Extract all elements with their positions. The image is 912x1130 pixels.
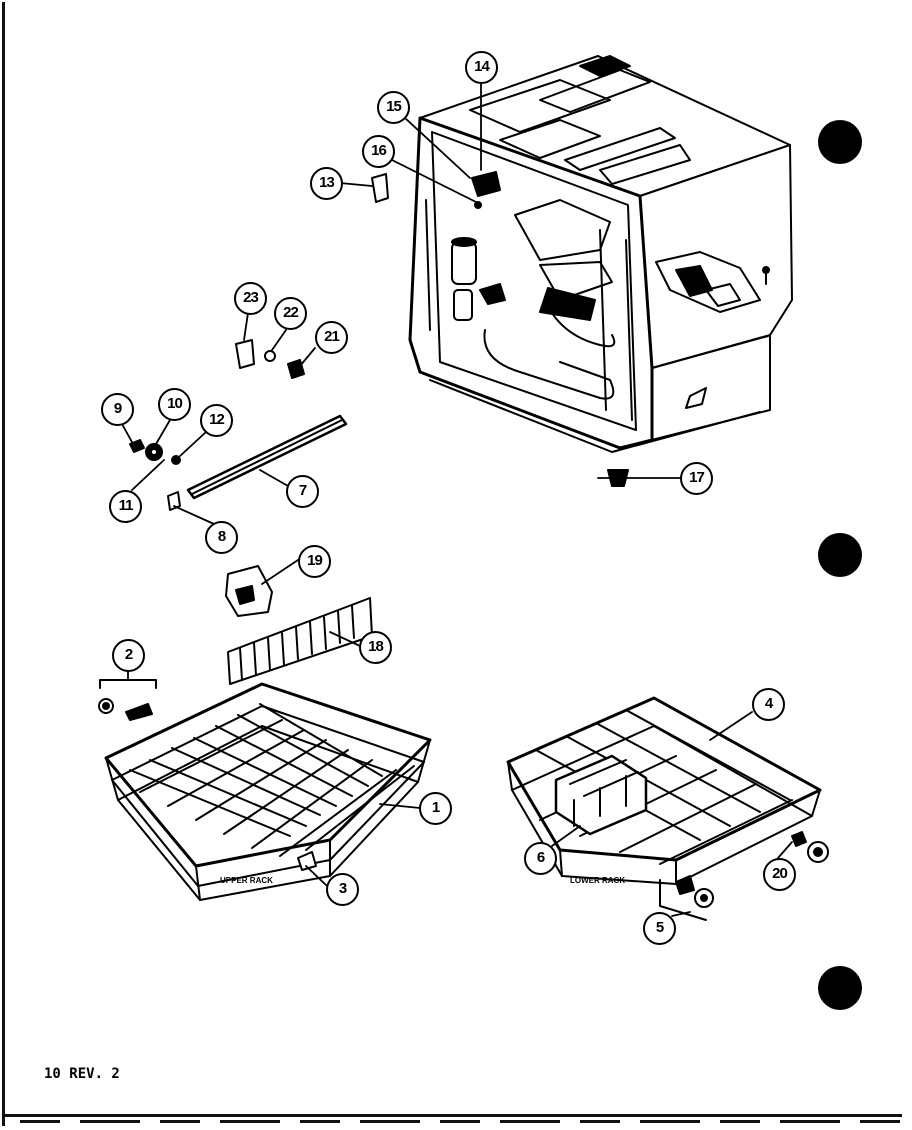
callout-16: 16 bbox=[362, 135, 395, 168]
callout-3: 3 bbox=[326, 873, 359, 906]
callout-17: 17 bbox=[680, 462, 713, 495]
callout-4: 4 bbox=[752, 688, 785, 721]
sheet-bottom-edge bbox=[20, 1120, 900, 1123]
callout-19: 19 bbox=[298, 545, 331, 578]
part-8-stop bbox=[167, 491, 181, 511]
sheet-left-border bbox=[2, 2, 5, 1126]
part-23-bracket bbox=[235, 339, 255, 369]
callout-1: 1 bbox=[419, 792, 452, 825]
callout-20: 20 bbox=[763, 858, 796, 891]
part-20-wheel bbox=[791, 831, 807, 847]
part-6-silverware-basket bbox=[554, 754, 648, 836]
callout-9: 9 bbox=[101, 393, 134, 426]
callout-23: 23 bbox=[234, 282, 267, 315]
callout-14: 14 bbox=[465, 51, 498, 84]
part-21-nut bbox=[287, 359, 305, 379]
dishwasher-tub-assembly bbox=[408, 55, 793, 487]
callout-5: 5 bbox=[643, 912, 676, 945]
binder-hole-top bbox=[818, 120, 862, 164]
part-13-clip bbox=[371, 173, 389, 203]
part-16-screw bbox=[474, 201, 482, 209]
part-12-cap bbox=[171, 455, 181, 465]
callout-8: 8 bbox=[205, 521, 238, 554]
page-revision-footer: 10 REV. 2 bbox=[44, 1066, 120, 1082]
part-22-washer bbox=[264, 350, 276, 362]
callout-11: 11 bbox=[109, 490, 142, 523]
part-3-clip bbox=[297, 851, 317, 871]
callout-12: 12 bbox=[200, 404, 233, 437]
part-5-wheel bbox=[675, 875, 695, 895]
callout-21: 21 bbox=[315, 321, 348, 354]
callout-13: 13 bbox=[310, 167, 343, 200]
callout-18: 18 bbox=[359, 631, 392, 664]
part-9-screw bbox=[129, 439, 145, 453]
callout-6: 6 bbox=[524, 842, 557, 875]
sheet-bottom-border bbox=[2, 1114, 902, 1117]
callout-15: 15 bbox=[377, 91, 410, 124]
upper-rack-drawing bbox=[104, 682, 432, 901]
callout-22: 22 bbox=[274, 297, 307, 330]
callout-2: 2 bbox=[112, 639, 145, 672]
part-14-latch bbox=[471, 171, 501, 197]
callout-leader-lines bbox=[121, 83, 793, 917]
upper-rack-label: UPPER RACK bbox=[220, 876, 273, 885]
lower-rack-label: LOWER RACK bbox=[570, 876, 626, 885]
callout-10: 10 bbox=[158, 388, 191, 421]
binder-hole-bottom bbox=[818, 966, 862, 1010]
binder-hole-middle bbox=[818, 533, 862, 577]
callout-7: 7 bbox=[286, 475, 319, 508]
